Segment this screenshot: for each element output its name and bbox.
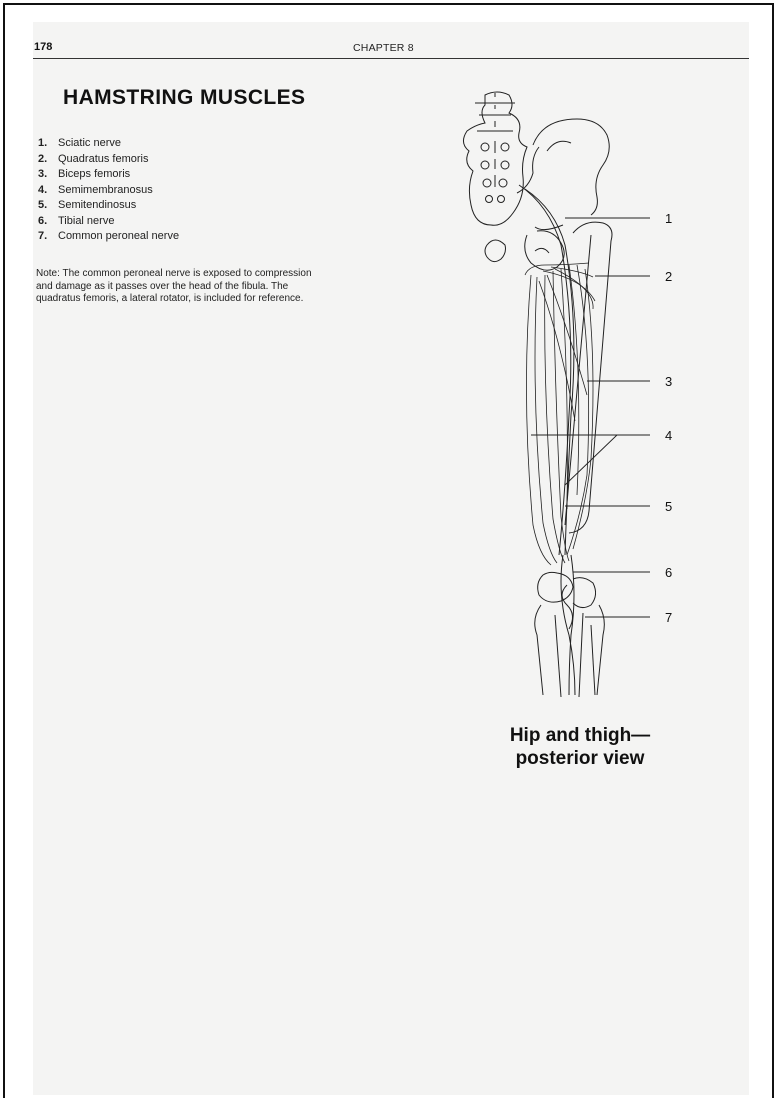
caption-line: posterior view — [470, 747, 690, 770]
legend-number: 7. — [38, 229, 58, 245]
note-line: Note: The common peroneal nerve is expos… — [36, 268, 386, 281]
legend-label: Sciatic nerve — [58, 137, 121, 149]
note-line: and damage as it passes over the head of… — [36, 281, 386, 294]
callout-5: 5 — [665, 499, 672, 514]
legend-number: 4. — [38, 183, 58, 199]
legend-label: Tibial nerve — [58, 215, 114, 227]
sciatic-nerve-drawing — [519, 185, 574, 555]
callout-leaders — [531, 218, 650, 617]
callout-6: 6 — [665, 565, 672, 580]
legend-label: Biceps femoris — [58, 168, 130, 180]
header-rule — [33, 58, 749, 59]
knee-drawing — [535, 555, 605, 697]
legend-label: Quadratus femoris — [58, 153, 148, 165]
callout-2: 2 — [665, 269, 672, 284]
legend-item: 1.Sciatic nerve — [38, 136, 179, 152]
page-number: 178 — [34, 41, 52, 53]
legend-label: Common peroneal nerve — [58, 230, 179, 242]
legend-label: Semitendinosus — [58, 199, 136, 211]
legend-item: 6.Tibial nerve — [38, 214, 179, 230]
callout-4: 4 — [665, 428, 672, 443]
page-title: HAMSTRING MUSCLES — [63, 86, 305, 110]
note-line: quadratus femoris, a lateral rotator, is… — [36, 293, 386, 306]
callout-3: 3 — [665, 374, 672, 389]
callout-1: 1 — [665, 211, 672, 226]
legend-item: 2.Quadratus femoris — [38, 152, 179, 168]
callout-7: 7 — [665, 610, 672, 625]
legend-item: 4.Semimembranosus — [38, 183, 179, 199]
legend-number: 1. — [38, 136, 58, 152]
hip-thigh-illustration: 1 2 3 4 5 6 7 — [455, 85, 705, 705]
legend-number: 2. — [38, 152, 58, 168]
legend-label: Semimembranosus — [58, 184, 153, 196]
legend-item: 5.Semitendinosus — [38, 198, 179, 214]
legend-number: 6. — [38, 214, 58, 230]
chapter-heading: CHAPTER 8 — [353, 42, 414, 54]
figure-caption: Hip and thigh— posterior view — [470, 724, 690, 770]
legend-list: 1.Sciatic nerve 2.Quadratus femoris 3.Bi… — [38, 136, 179, 245]
note-paragraph: Note: The common peroneal nerve is expos… — [36, 268, 386, 306]
legend-item: 3.Biceps femoris — [38, 167, 179, 183]
caption-line: Hip and thigh— — [470, 724, 690, 747]
legend-number: 3. — [38, 167, 58, 183]
sacrum-drawing — [463, 92, 527, 262]
legend-number: 5. — [38, 198, 58, 214]
legend-item: 7.Common peroneal nerve — [38, 229, 179, 245]
